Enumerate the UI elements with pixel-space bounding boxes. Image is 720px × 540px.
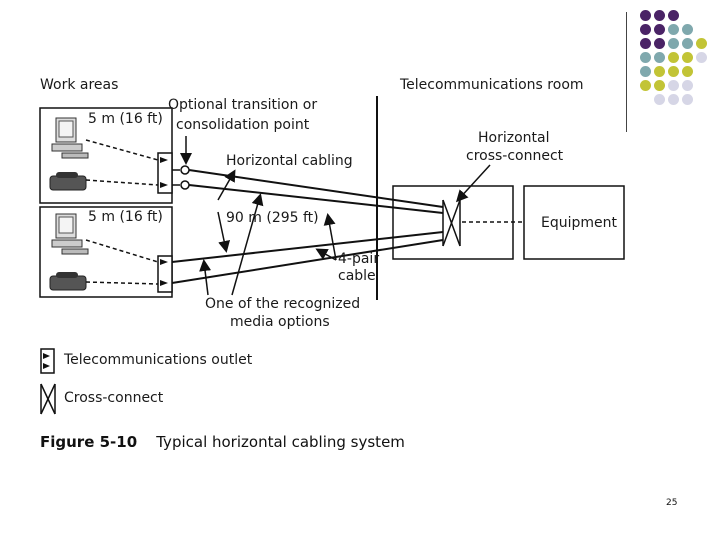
decorative-dot: [682, 94, 693, 105]
decorative-dot: [654, 66, 665, 77]
consolidation-point: [180, 180, 190, 190]
decorative-dot: [640, 10, 651, 21]
legend-cross-connect-label: Cross-connect: [64, 390, 164, 406]
figure-number: Figure 5-10: [40, 433, 138, 451]
decorative-dot: [640, 52, 651, 63]
decorative-dot: [640, 24, 651, 35]
decorative-dot: [682, 66, 693, 77]
decorative-dot: [654, 80, 665, 91]
decorative-dot: [696, 52, 707, 63]
decorative-dot: [654, 10, 665, 21]
decorative-dot: [668, 66, 679, 77]
work-area-box-bottom: [39, 206, 173, 298]
decorative-dot: [668, 10, 679, 21]
legend-outlet-label: Telecommunications outlet: [64, 352, 253, 368]
telecom-room-label: Telecommunications room: [400, 77, 584, 93]
decorative-dot: [640, 66, 651, 77]
decorative-dot: [640, 38, 651, 49]
legend-outlet-symbol: [40, 348, 55, 374]
optional-point-label-line1: Optional transition or: [168, 97, 318, 113]
decorative-dot: [668, 24, 679, 35]
decorative-dot: [682, 24, 693, 35]
decorative-dot: [668, 94, 679, 105]
decorative-dot: [654, 52, 665, 63]
phone-icon: [49, 172, 87, 191]
horizontal-cables: [171, 169, 444, 284]
legend-cross-connect-symbol: [40, 383, 56, 415]
telecom-outlet-top: [157, 152, 173, 194]
patch-cords: [85, 139, 159, 285]
telecom-outlet-bottom: [157, 255, 173, 293]
horizontal-cabling-label: Horizontal cabling: [226, 153, 353, 169]
decorative-dot: [668, 38, 679, 49]
optional-point-label-line2: consolidation point: [176, 117, 310, 133]
cross-connect-box: [392, 185, 514, 260]
decorative-dot: [668, 80, 679, 91]
figure-title: Typical horizontal cabling system: [156, 433, 405, 451]
decorative-dot: [668, 52, 679, 63]
work-areas-label: Work areas: [40, 77, 119, 93]
decorative-divider-line: [626, 12, 627, 132]
figure-caption: Figure 5-10 Typical horizontal cabling s…: [40, 432, 405, 451]
four-pair-label-line1: 4-pair: [338, 251, 380, 267]
decorative-dot: [682, 80, 693, 91]
equipment-label: Equipment: [541, 215, 617, 231]
computer-icon: [51, 213, 89, 255]
equipment-box: [523, 185, 625, 260]
page-number: 25: [666, 498, 678, 508]
ninety-m-label: 90 m (295 ft): [226, 210, 319, 226]
decorative-dot: [654, 24, 665, 35]
decorative-dot: [696, 38, 707, 49]
decorative-dot: [654, 94, 665, 105]
decorative-dot: [654, 38, 665, 49]
decorative-dot: [682, 52, 693, 63]
phone-icon: [49, 272, 87, 291]
four-pair-label-line2: cable: [338, 268, 376, 284]
five-m-label-top: 5 m (16 ft): [88, 111, 163, 127]
pointer-arrows: [180, 136, 491, 296]
five-m-label-bottom: 5 m (16 ft): [88, 209, 163, 225]
media-options-label-line1: One of the recognized: [205, 296, 361, 312]
cross-connect-label-line1: Horizontal: [478, 130, 550, 146]
decorative-dot: [640, 80, 651, 91]
computer-icon: [51, 117, 89, 159]
cross-connect-label-line2: cross-connect: [466, 148, 564, 164]
decorative-dot: [682, 38, 693, 49]
cross-connect-symbol: [442, 199, 461, 247]
consolidation-point: [180, 165, 190, 175]
media-options-label-line2: media options: [230, 314, 330, 330]
